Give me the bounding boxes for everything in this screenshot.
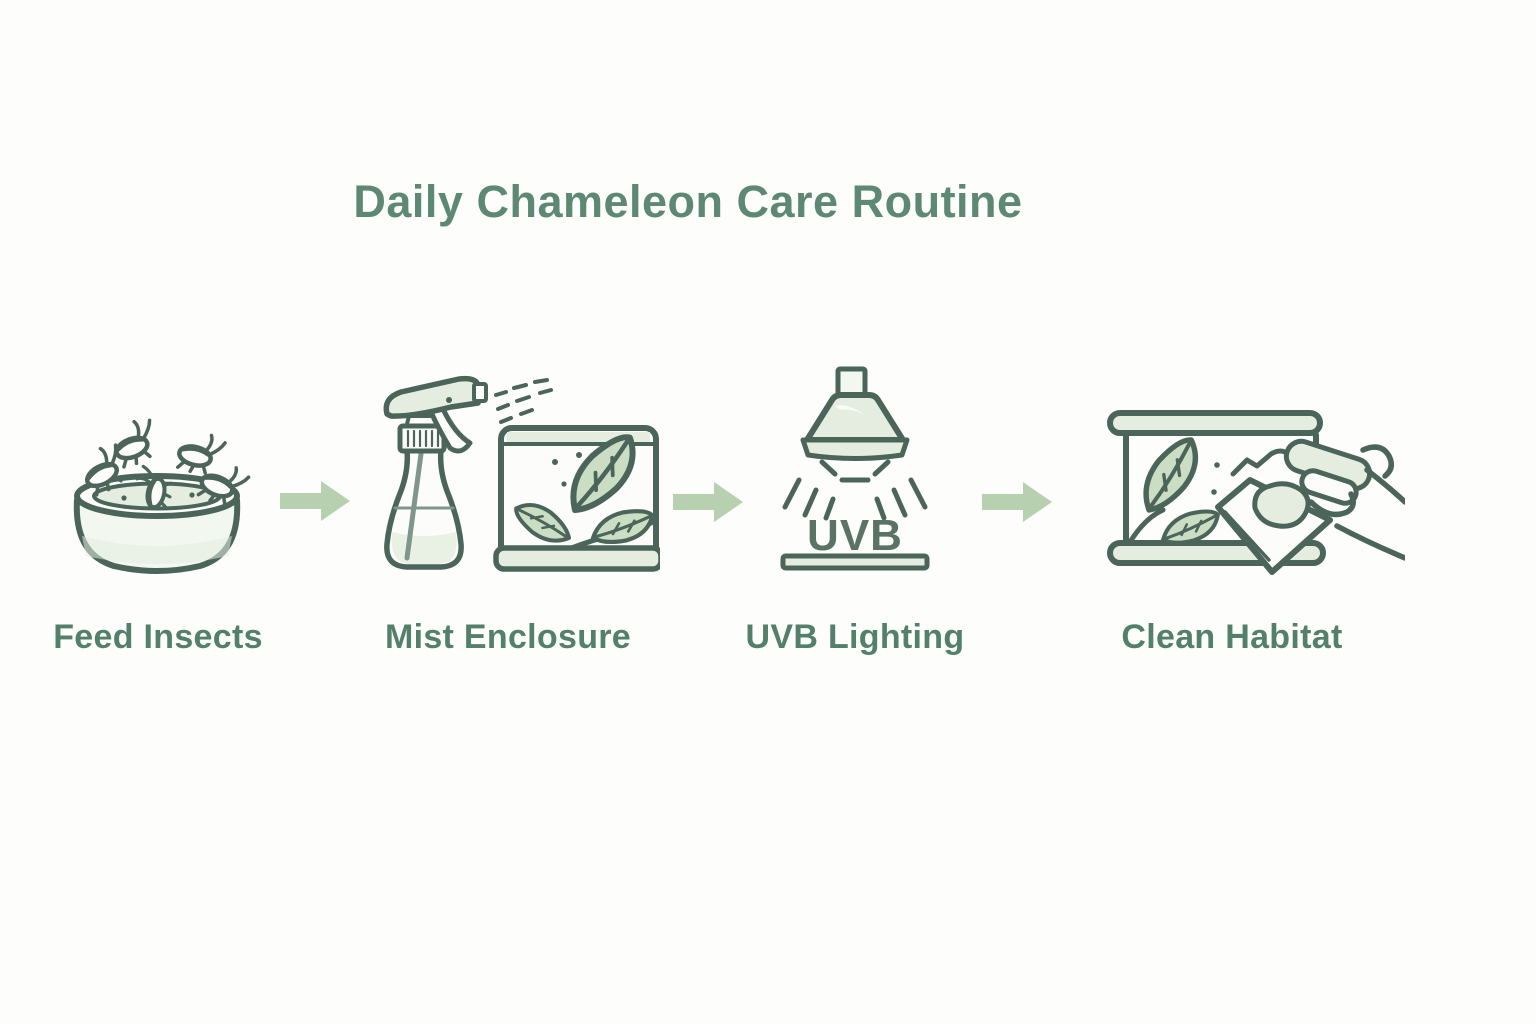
light-rays — [782, 459, 928, 521]
feeding-bowl-insects-icon — [73, 408, 262, 574]
page-title: Daily Chameleon Care Routine — [353, 176, 1023, 227]
step-label-uvb-lighting: UVB Lighting — [745, 618, 965, 656]
bowl — [73, 473, 241, 574]
arrow-right-icon — [280, 481, 350, 521]
hand — [1283, 438, 1405, 561]
lamp — [800, 366, 910, 461]
arrow-right-icon — [982, 482, 1052, 522]
arrow-right-icon — [673, 482, 743, 522]
step-label-mist-enclosure: Mist Enclosure — [384, 618, 632, 656]
terrarium — [493, 425, 660, 572]
terrarium-cleaning-icon — [1107, 410, 1405, 575]
uvb-lamp-icon: UVB — [780, 366, 930, 571]
leaf-icon — [1128, 438, 1221, 549]
mist-spray — [494, 378, 553, 424]
step-label-feed-insects: Feed Insects — [53, 618, 263, 656]
step-label-clean-habitat: Clean Habitat — [1121, 618, 1343, 656]
uvb-tube-bar — [780, 553, 930, 571]
spray-bottle-terrarium-icon — [383, 375, 660, 572]
spray-bottle — [383, 375, 488, 570]
cleaning-cloth — [1215, 477, 1333, 575]
uvb-lamp-text: UVB — [807, 511, 903, 560]
twig — [1230, 448, 1291, 477]
